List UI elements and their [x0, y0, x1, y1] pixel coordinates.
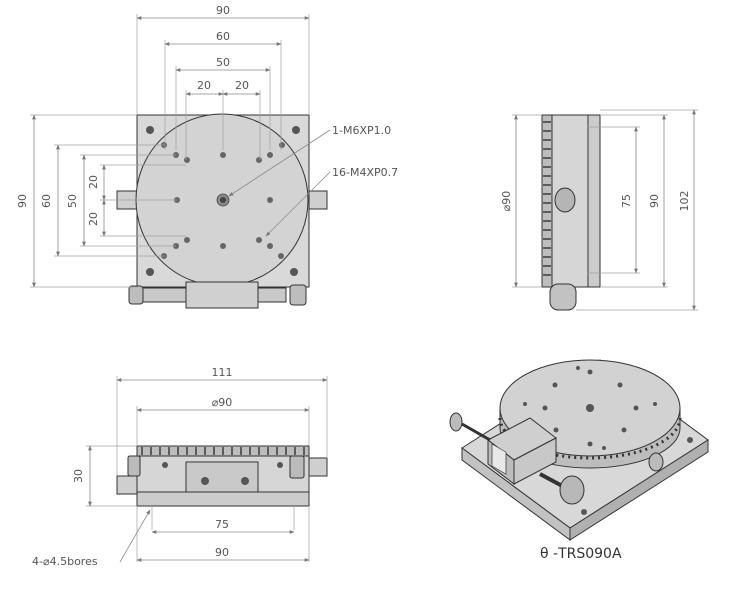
top-view-m4-hole — [256, 157, 262, 163]
iso-view: θ -TRS090A — [449, 359, 709, 562]
iso-table-hole — [617, 382, 623, 388]
top-view-worm-left — [139, 287, 187, 303]
top-dim-90: 90 — [216, 4, 230, 17]
front-view-worm-housing — [185, 461, 259, 493]
top-view-m4-hole — [220, 152, 226, 158]
front-view-clamp-right — [289, 455, 305, 479]
iso-table-hole — [587, 441, 593, 447]
top-vdim-90: 90 — [16, 194, 29, 208]
front-view-screw — [162, 462, 168, 468]
side-view-table-rim — [541, 114, 553, 288]
iso-base-hole — [581, 509, 587, 515]
top-vdim-20-lower: 20 — [87, 212, 100, 226]
front-view: 111 ⌀90 30 75 90 4-⌀4.5bores — [32, 366, 328, 568]
top-view-m4-hole — [267, 152, 273, 158]
iso-left-knob — [449, 412, 463, 432]
front-view-clamp-left — [127, 455, 141, 477]
front-dim-30: 30 — [72, 469, 85, 483]
side-view-lock-knob — [554, 187, 576, 213]
top-view-m4-hole — [256, 237, 262, 243]
iso-table-hole — [586, 404, 594, 412]
top-view-m4-hole — [278, 253, 284, 259]
front-dim-111: 111 — [212, 366, 233, 379]
top-view-worm-knob-left — [128, 285, 144, 305]
top-view-m4-hole — [267, 243, 273, 249]
iso-table-hole — [602, 446, 606, 450]
side-dim-diameter: ⌀90 — [500, 191, 513, 212]
top-view-m4-hole — [279, 142, 285, 148]
iso-table-hole — [633, 405, 639, 411]
iso-front-knob — [559, 475, 585, 505]
front-dim-75: 75 — [215, 518, 229, 531]
top-view-m4-hole — [220, 243, 226, 249]
side-view-base-plate — [587, 114, 601, 288]
top-dim-50: 50 — [216, 56, 230, 69]
top-view-corner-hole — [146, 268, 154, 276]
top-view-worm-housing — [185, 281, 259, 309]
side-view-worm-knob — [549, 283, 577, 311]
top-view-right-knob — [308, 190, 328, 210]
front-view-left-knob — [116, 475, 138, 495]
side-dim-75: 75 — [620, 194, 633, 208]
front-view-right-knob — [308, 457, 328, 477]
iso-table-hole — [552, 382, 558, 388]
side-dim-90: 90 — [648, 194, 661, 208]
side-dim-102: 102 — [678, 191, 691, 212]
front-dim-90: 90 — [215, 546, 229, 559]
iso-table-hole — [653, 402, 657, 406]
top-view-m4-hole — [184, 157, 190, 163]
top-vdim-20-upper: 20 — [87, 175, 100, 189]
side-view: ⌀90 75 90 102 — [500, 109, 698, 311]
iso-table-hole — [553, 427, 559, 433]
top-dim-20-left: 20 — [197, 79, 211, 92]
callout-m6-thread: 1-M6XP1.0 — [332, 124, 391, 137]
iso-table-hole — [621, 427, 627, 433]
top-vdim-60: 60 — [40, 194, 53, 208]
top-view: 90 60 50 20 20 90 60 50 20 20 1-M6XP1.0 — [16, 4, 398, 309]
top-view-m4-hole — [267, 197, 273, 203]
callout-bores: 4-⌀4.5bores — [32, 555, 98, 568]
top-view-m4-hole — [184, 237, 190, 243]
iso-worm-slot — [491, 443, 507, 475]
top-vdim-50: 50 — [66, 194, 79, 208]
top-view-worm-knob-right — [289, 284, 307, 306]
iso-table-hole — [523, 402, 527, 406]
front-view-screw — [277, 462, 283, 468]
front-view-base-plate — [136, 491, 310, 507]
front-dim-diameter: ⌀90 — [212, 396, 233, 409]
top-dim-60: 60 — [216, 30, 230, 43]
top-dim-20-right: 20 — [235, 79, 249, 92]
front-view-screw — [201, 477, 209, 485]
front-view-screw — [241, 477, 249, 485]
top-view-corner-hole — [292, 126, 300, 134]
top-view-corner-hole — [290, 268, 298, 276]
callout-m4-threads: 16-M4XP0.7 — [332, 166, 398, 179]
iso-base-hole — [687, 437, 693, 443]
top-view-corner-hole — [146, 126, 154, 134]
iso-table-hole — [587, 369, 593, 375]
top-view-worm-right — [257, 287, 287, 303]
iso-table-hole — [576, 366, 580, 370]
model-label: θ -TRS090A — [540, 546, 622, 562]
iso-table-hole — [542, 405, 548, 411]
iso-lock-knob — [648, 452, 664, 472]
